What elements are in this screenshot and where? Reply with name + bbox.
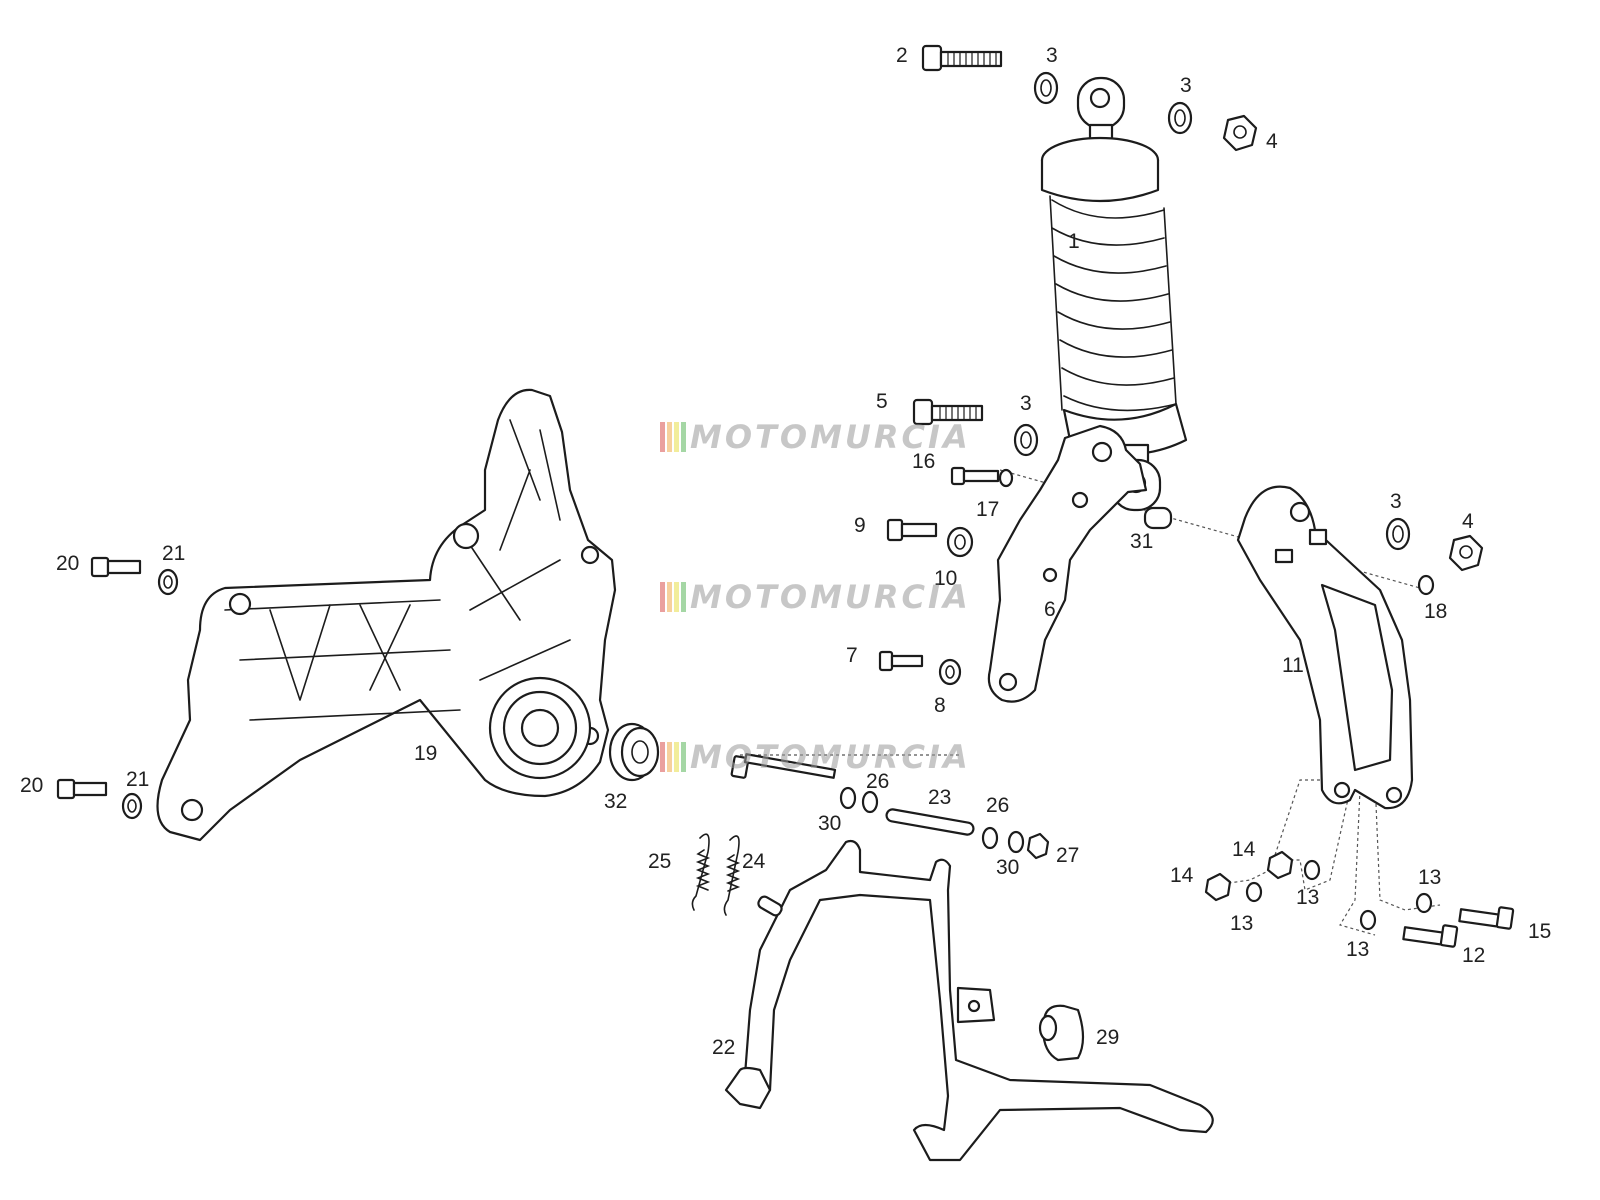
callout-14b: 14 [1170,864,1194,887]
bracket-6 [987,424,1148,703]
callout-13a: 13 [1296,886,1319,909]
springs-24-25 [691,833,741,916]
callout-32: 32 [604,790,627,813]
callout-11: 11 [1282,654,1304,677]
callout-27b: 26 [986,794,1009,817]
nuts-4 [1222,114,1484,572]
small-hardware [878,466,1435,686]
stand-22 [724,839,1214,1162]
callout-30a: 30 [818,812,841,835]
hardware-20-21 [56,556,179,820]
callout-20a: 20 [56,552,79,575]
bolt-2 [921,44,1003,72]
callout-3b: 3 [1180,74,1192,97]
callout-23: 23 [928,786,951,809]
bolt-5 [912,398,984,426]
callout-29: 27 [1056,844,1079,867]
callout-3a: 3 [1046,44,1058,67]
callout-21b: 21 [126,768,149,791]
main-bracket-19 [156,388,617,842]
callout-19: 19 [414,742,437,765]
callout-5: 5 [876,390,888,413]
bearing-32 [608,722,660,782]
callout-27a: 26 [866,770,889,793]
callout-16: 16 [912,450,935,473]
callout-12: 12 [1462,944,1485,967]
callout-24: 24 [742,850,766,873]
callout-6: 6 [1044,598,1056,621]
callout-14a: 14 [1232,838,1256,861]
callout-10: 10 [934,567,957,590]
callout-13c: 13 [1418,866,1441,889]
callout-3d: 3 [1390,490,1402,513]
callout-13b: 13 [1230,912,1253,935]
callout-30b: 30 [996,856,1019,879]
callout-labels: 1 2 3 3 4 5 3 16 17 9 10 31 3 4 18 6 11 … [20,44,1551,1059]
hardware-12-15 [1204,850,1515,948]
callout-15: 15 [1528,920,1551,943]
callout-17: 17 [976,498,999,521]
callout-13d: 13 [1346,938,1369,961]
callout-4b: 4 [1462,510,1474,533]
callout-31: 31 [1130,530,1153,553]
callout-7: 7 [846,644,858,667]
callout-18: 18 [1424,600,1447,623]
callout-26: 29 [1096,1026,1119,1049]
rubber-stop-26 [1038,1004,1085,1062]
washers-3 [1013,71,1411,551]
axle-hardware [730,753,1050,860]
callout-4a: 4 [1266,130,1278,153]
callout-8: 8 [934,694,946,717]
callout-20b: 20 [20,774,43,797]
callout-21a: 21 [162,542,185,565]
callout-25: 25 [648,850,671,873]
callout-3c: 3 [1020,392,1032,415]
callout-22: 22 [712,1036,735,1059]
callout-9: 9 [854,514,866,537]
callout-2: 2 [896,44,908,67]
bracket-11 [1236,485,1414,810]
callout-1: 1 [1068,230,1080,253]
